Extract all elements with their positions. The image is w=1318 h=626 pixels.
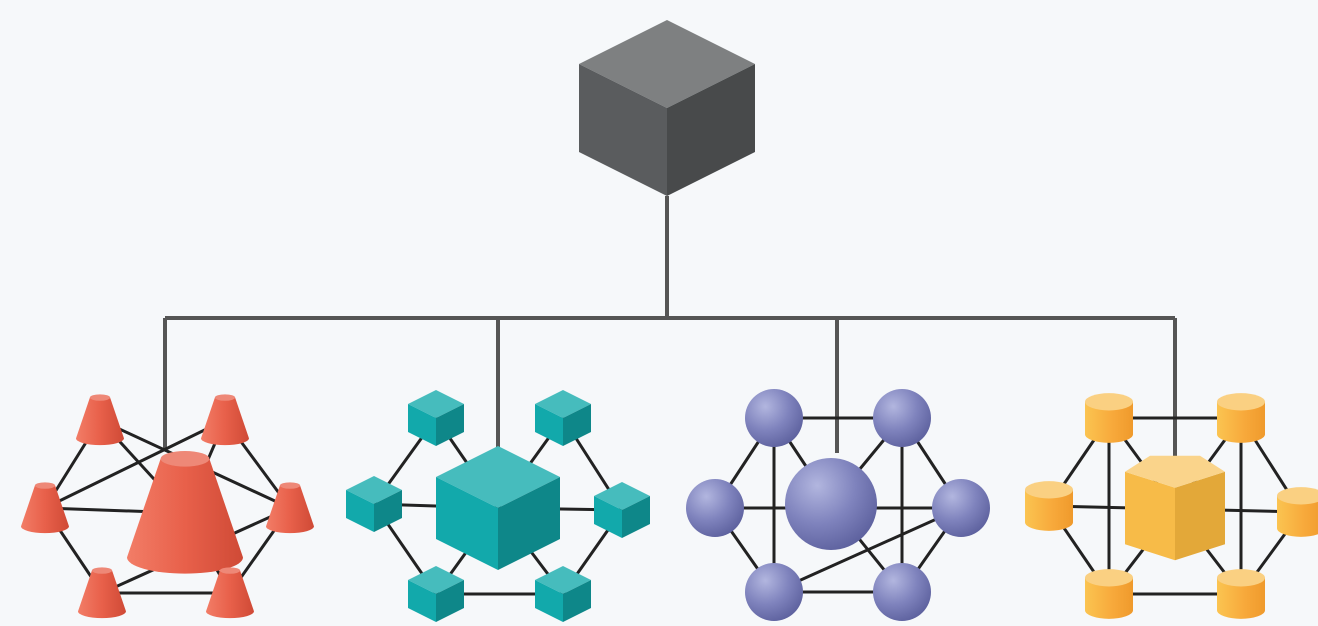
cube-left-face (594, 496, 622, 538)
cone-top (279, 482, 301, 489)
cluster-cones (21, 394, 314, 619)
cluster-cones-node-cone-icon (266, 482, 314, 534)
cluster-cones-node-cone-icon (78, 567, 126, 619)
cube-right-face (436, 580, 464, 622)
cylinder-top (1217, 393, 1265, 411)
cone-body (76, 397, 124, 446)
cluster-cylinders-hub-cylinder-icon (1125, 455, 1225, 561)
cluster-cubes-node-cube-icon (408, 566, 464, 622)
cube-right-face (436, 404, 464, 446)
prism-left-face (1125, 471, 1175, 561)
cylinder-top (1085, 393, 1133, 411)
cluster-cubes-node-cube-icon (594, 482, 650, 538)
cluster-cylinders-node-cylinder-icon (1025, 481, 1073, 531)
prism-right-face (1175, 471, 1225, 561)
cylinder-top (1025, 481, 1073, 499)
cylinder-body (1277, 495, 1318, 537)
cone-top (160, 450, 210, 467)
cluster-cones-node-cone-icon (206, 567, 254, 619)
cube-right-face (563, 404, 591, 446)
cluster-cones-node-cone-icon (21, 482, 69, 534)
cluster-cubes-node-cube-icon (535, 566, 591, 622)
cylinder-body (1025, 489, 1073, 531)
cluster-cubes-node-cube-icon (408, 390, 464, 446)
prism-top-face (1125, 455, 1225, 488)
cluster-cylinders-node-cylinder-icon (1217, 569, 1265, 619)
cone-top (34, 482, 56, 489)
cluster-spheres (686, 389, 990, 621)
cube-right-face (622, 496, 650, 538)
cluster-spheres-hub-sphere-icon (785, 458, 877, 550)
cluster-cones-hub-cone-icon (127, 450, 243, 574)
cylinder-body (1085, 401, 1133, 443)
cylinder-top (1277, 487, 1318, 505)
cluster-cylinders-node-cylinder-icon (1277, 487, 1318, 537)
cone-body (201, 397, 249, 446)
root-node (579, 20, 755, 196)
cluster-cylinders-node-cylinder-icon (1085, 569, 1133, 619)
cone-top (219, 567, 241, 574)
cone-body (78, 570, 126, 619)
cluster-cones-node-cone-icon (201, 394, 249, 446)
cube-left-face (535, 580, 563, 622)
root-cube-icon (579, 20, 755, 196)
cube-left-face (579, 64, 667, 196)
cluster-spheres-node-sphere-icon (745, 563, 803, 621)
cylinder-body (1217, 401, 1265, 443)
cylinder-body (1217, 577, 1265, 619)
cluster-cylinders-node-cylinder-icon (1085, 393, 1133, 443)
cluster-spheres-node-sphere-icon (932, 479, 990, 537)
cube-right-face (374, 490, 402, 532)
clusters (21, 389, 1318, 622)
cluster-cubes-node-cube-icon (346, 476, 402, 532)
cone-top (214, 394, 236, 401)
cube-left-face (436, 477, 498, 570)
cluster-cubes-node-cube-icon (535, 390, 591, 446)
sphere-body (745, 563, 803, 621)
cube-left-face (408, 580, 436, 622)
cube-left-face (346, 490, 374, 532)
cone-top (91, 567, 113, 574)
cylinder-top (1217, 569, 1265, 587)
mesh-line (44, 418, 226, 510)
cube-left-face (535, 404, 563, 446)
sphere-body (932, 479, 990, 537)
sphere-body (873, 389, 931, 447)
cluster-cylinders (1025, 393, 1318, 619)
cluster-spheres-node-sphere-icon (745, 389, 803, 447)
sphere-body (785, 458, 877, 550)
cylinder-body (1085, 577, 1133, 619)
sphere-body (873, 563, 931, 621)
cube-right-face (667, 64, 755, 196)
cluster-spheres-node-sphere-icon (873, 563, 931, 621)
cone-top (89, 394, 111, 401)
cluster-cones-node-cone-icon (76, 394, 124, 446)
cluster-cylinders-node-cylinder-icon (1217, 393, 1265, 443)
cluster-cubes (346, 390, 650, 622)
cluster-cubes-hub-cube-icon (436, 446, 560, 570)
cube-right-face (563, 580, 591, 622)
cylinder-top (1085, 569, 1133, 587)
cluster-spheres-node-sphere-icon (873, 389, 931, 447)
connector-lines (163, 196, 1177, 470)
cube-right-face (498, 477, 560, 570)
cone-body (206, 570, 254, 619)
cube-left-face (408, 404, 436, 446)
cluster-spheres-node-sphere-icon (686, 479, 744, 537)
cone-body (127, 458, 243, 574)
sphere-body (686, 479, 744, 537)
cone-body (266, 485, 314, 534)
sphere-body (745, 389, 803, 447)
cone-body (21, 485, 69, 534)
